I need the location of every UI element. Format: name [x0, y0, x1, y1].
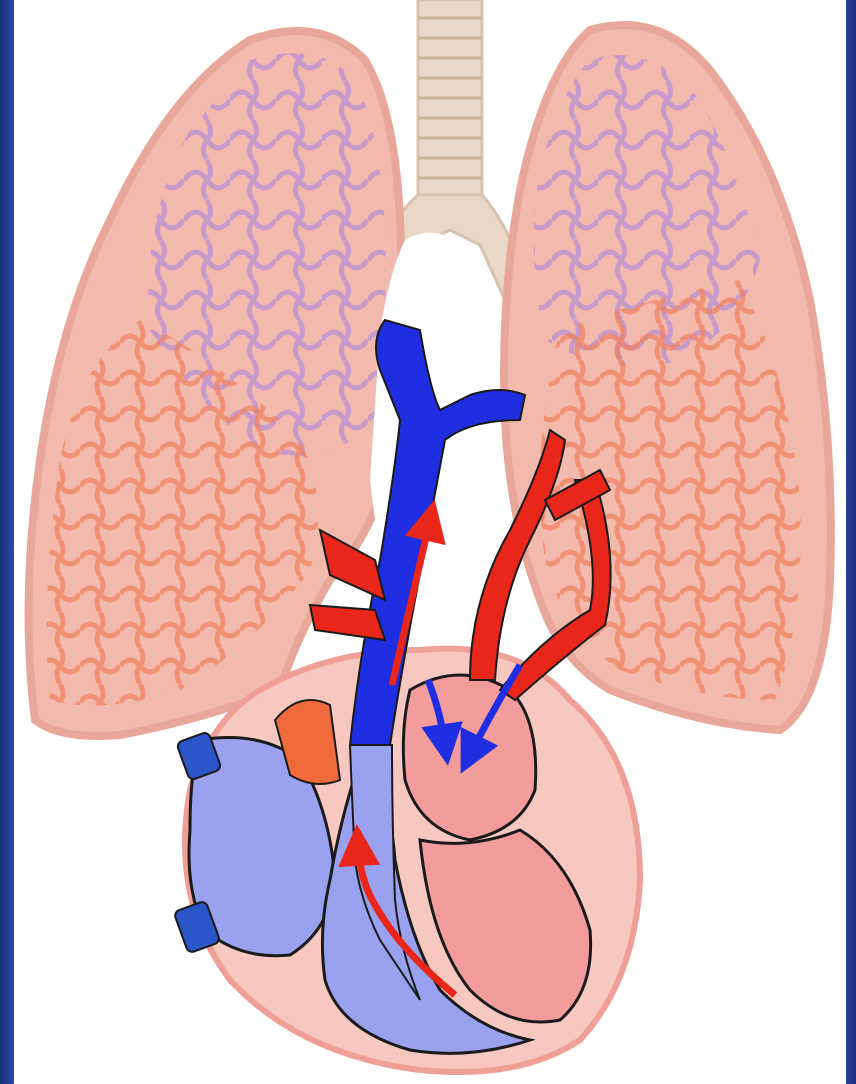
left-lung [504, 25, 831, 730]
heart [174, 649, 640, 1072]
